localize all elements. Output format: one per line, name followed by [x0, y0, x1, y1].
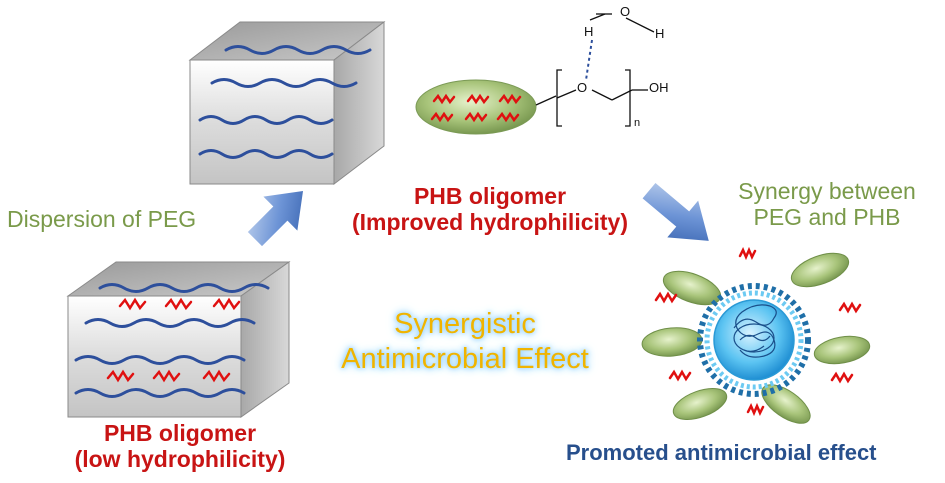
arrow-up-right — [247, 190, 304, 247]
chain-oxygen-label: O — [577, 80, 588, 95]
phb-improved-title: PHB oligomer (Improved hydrophilicity) — [330, 183, 650, 236]
arrow-down-right — [642, 183, 709, 241]
synergy-label: Synergy between PEG and PHB — [716, 178, 938, 231]
box-bottom-phb — [66, 261, 291, 418]
phb-low-line1: PHB oligomer — [103, 420, 257, 446]
synergy-line2: PEG and PHB — [753, 204, 901, 231]
chain-n-label: n — [634, 117, 641, 129]
water-hydrogen-right-label: H — [655, 26, 665, 41]
box-top-peg — [188, 20, 386, 186]
synergistic-effect-label: Synergistic Antimicrobial Effect — [300, 307, 630, 377]
water-oxygen-label: O — [620, 4, 631, 19]
dispersion-label: Dispersion of PEG — [7, 206, 197, 232]
chain-oh-label: OH — [649, 80, 669, 95]
phb-improved-line2: (Improved hydrophilicity) — [351, 209, 629, 236]
phb-improved-line1: PHB oligomer — [413, 183, 567, 209]
phb-peg-ellipse — [415, 13, 655, 135]
water-hydrogen-top-label: H — [584, 24, 594, 39]
synergistic-line2: Antimicrobial Effect — [341, 342, 589, 375]
phb-low-line2: (low hydrophilicity) — [74, 446, 286, 473]
phb-low-title: PHB oligomer (low hydrophilicity) — [60, 420, 300, 473]
synergistic-line1: Synergistic — [394, 308, 536, 340]
promoted-effect-label: Promoted antimicrobial effect — [566, 440, 877, 465]
synergy-line1: Synergy between — [738, 178, 916, 204]
bacterium-scene — [641, 246, 871, 424]
